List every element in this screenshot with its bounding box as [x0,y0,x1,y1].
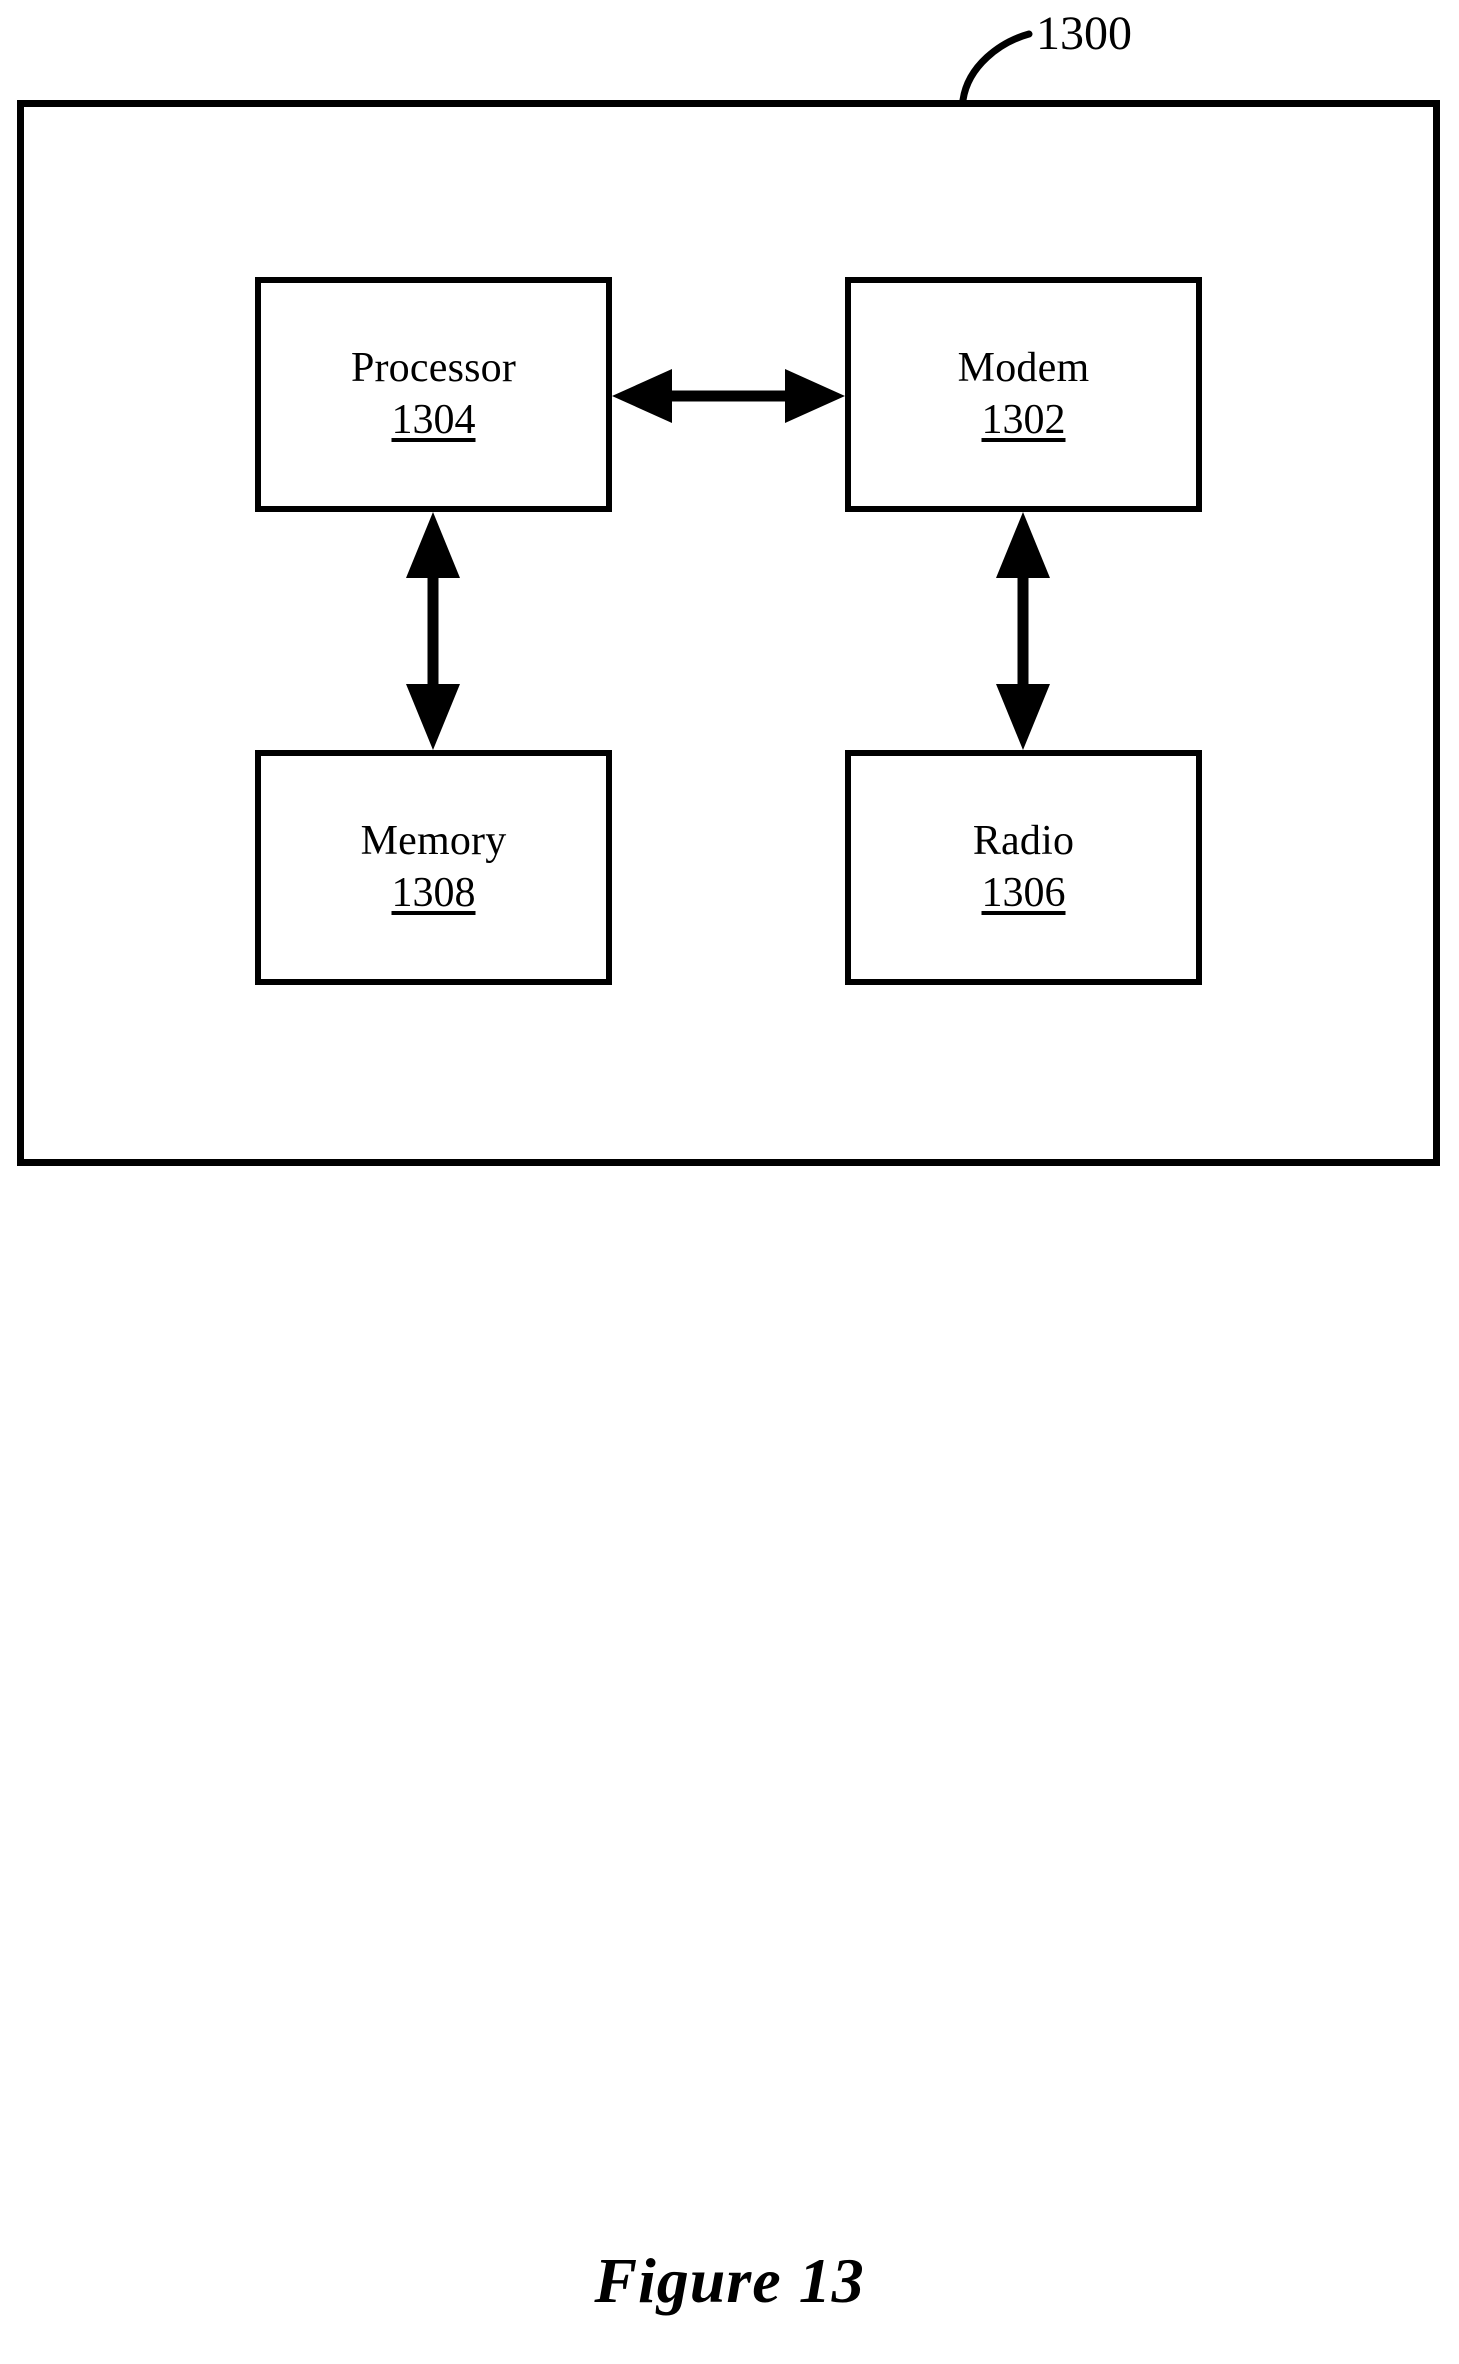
block-memory[interactable]: Memory 1308 [255,750,612,985]
block-memory-reference: 1308 [391,870,476,916]
block-memory-label: Memory [360,818,507,865]
block-modem[interactable]: Modem 1302 [845,277,1202,512]
block-processor-reference: 1304 [391,397,476,443]
system-reference-numeral: 1300 [1036,7,1132,60]
figure-caption: Figure 13 [594,2245,865,2316]
block-radio-label: Radio [972,818,1075,865]
leader-line-1300 [959,30,1033,104]
block-processor-label: Processor [350,345,517,392]
block-modem-reference: 1302 [981,397,1066,443]
block-modem-label: Modem [957,345,1090,392]
block-radio-reference: 1306 [981,870,1066,916]
block-radio[interactable]: Radio 1306 [845,750,1202,985]
block-processor[interactable]: Processor 1304 [255,277,612,512]
system-boundary-box [17,100,1440,1166]
